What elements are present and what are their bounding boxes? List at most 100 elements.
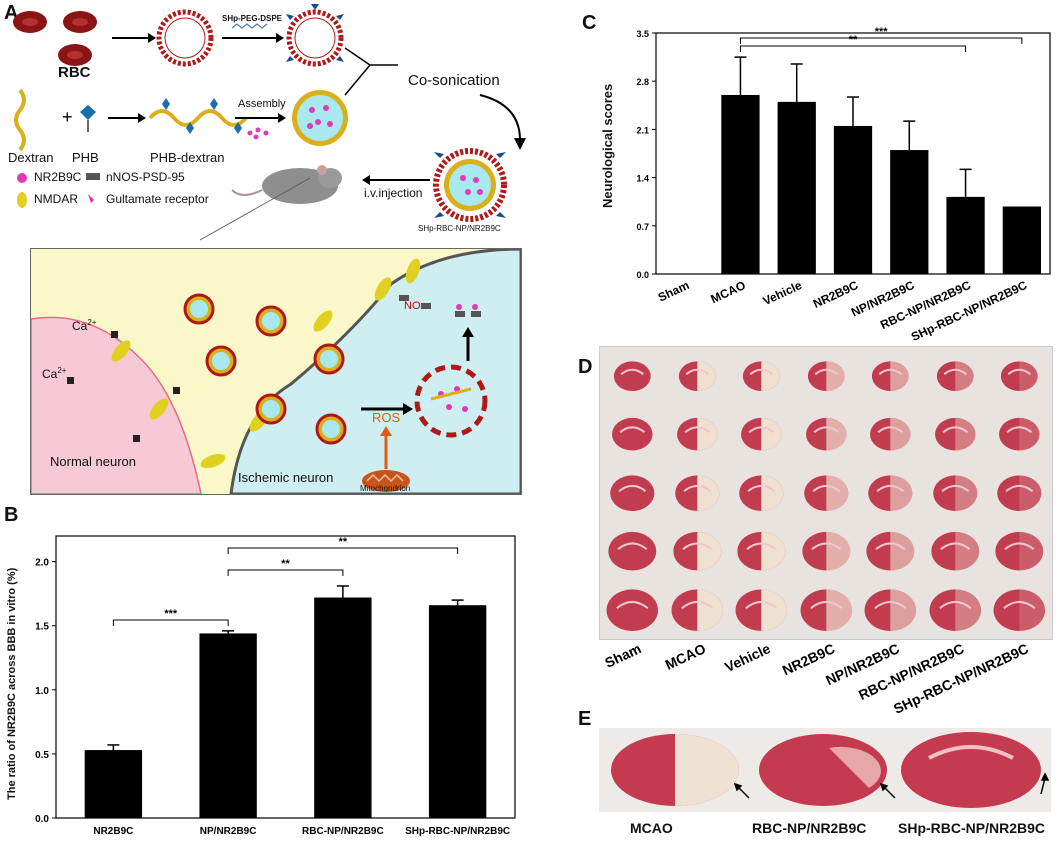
brain-slice — [735, 589, 788, 631]
white-matter — [682, 484, 711, 492]
mouse-icon — [231, 165, 342, 204]
slice-tissue — [1001, 361, 1039, 392]
legend-glutamate: Gultamate receptor — [106, 192, 209, 206]
brain-slice — [739, 475, 784, 511]
slice-tissue — [997, 475, 1042, 511]
final-np-icon — [433, 148, 507, 222]
brain-slice — [934, 418, 976, 451]
infarct-area — [1019, 361, 1039, 392]
brain-slice — [997, 475, 1042, 511]
svg-text:+: + — [62, 107, 73, 127]
infarct-area — [890, 589, 917, 631]
dextran-label: Dextran — [8, 150, 54, 165]
infarct-area — [1019, 589, 1046, 631]
brain-slice-mcao — [611, 734, 739, 806]
brain-slice — [993, 589, 1046, 631]
brain-slice — [606, 589, 659, 631]
white-matter — [619, 426, 646, 434]
no-label: NO — [404, 300, 421, 312]
y-tick-label: 2.1 — [636, 125, 649, 135]
white-matter — [943, 368, 967, 375]
mitochondrion-label: Mitochondrion — [360, 484, 411, 493]
brain-slice — [612, 418, 653, 451]
significance-label: *** — [875, 26, 889, 38]
brain-slice — [868, 475, 913, 511]
phb-icon — [80, 105, 96, 132]
brain-slice — [807, 361, 845, 392]
infarct-area — [761, 418, 782, 451]
white-matter — [1008, 368, 1032, 375]
brain-slice — [674, 475, 719, 511]
white-matter — [618, 484, 647, 492]
white-matter — [1006, 426, 1033, 434]
slice-tissue — [608, 532, 657, 571]
significance-label: *** — [164, 608, 178, 620]
x-tick-label: RBC-NP/NR2B9C — [302, 826, 384, 837]
phb-label: PHB — [72, 150, 99, 165]
brain-slice — [931, 532, 980, 571]
phb-dextran-icon — [148, 109, 248, 127]
ca-charge: 2+ — [57, 366, 67, 375]
slice-tissue — [612, 418, 653, 451]
y-tick-label: 0.0 — [636, 270, 649, 280]
infarct-area — [955, 361, 974, 392]
infarct-area — [825, 418, 847, 451]
white-matter — [809, 600, 843, 609]
infarct-area — [890, 361, 909, 392]
white-matter — [811, 542, 841, 551]
nmdar-legend-icon — [17, 192, 27, 208]
white-matter — [617, 542, 648, 551]
slice-tissue — [934, 418, 976, 451]
legend-nnos: nNOS-PSD-95 — [106, 170, 185, 184]
brain-slice — [800, 589, 852, 631]
slice-tissue — [933, 475, 978, 511]
brain-slice — [999, 418, 1040, 451]
significance-bracket — [739, 37, 1023, 44]
panel-d-group-label: Sham — [602, 640, 643, 671]
white-matter — [878, 368, 903, 375]
brain-slice-rbc-np — [759, 734, 887, 806]
bar — [833, 125, 873, 274]
brain-slice — [866, 532, 915, 571]
significance-bracket — [112, 619, 229, 626]
brain-slice — [613, 361, 651, 392]
significance-label: ** — [849, 34, 858, 46]
y-tick-label: 1.0 — [35, 686, 49, 697]
panel-d-letter: D — [578, 356, 593, 378]
panel-e-letter: E — [578, 708, 592, 730]
assembled-np-icon — [292, 90, 348, 146]
slice-tissue — [931, 532, 980, 571]
white-matter — [616, 600, 649, 609]
bar — [946, 196, 985, 274]
white-matter — [813, 426, 839, 434]
ca-text: Ca — [72, 319, 88, 333]
infarct-area — [696, 532, 721, 571]
panel-d-group-label: Vehicle — [722, 640, 773, 675]
infarct-area — [1019, 532, 1044, 571]
phb-dextran-label: PHB-dextran — [150, 150, 225, 165]
significance-bracket — [739, 45, 967, 52]
brain-slice-grid — [599, 346, 1053, 640]
rbc-icon — [13, 11, 97, 66]
panel-e-label-mcao: MCAO — [630, 820, 673, 836]
dextran-icon — [14, 88, 26, 152]
infarct-area — [825, 475, 849, 511]
white-matter — [746, 542, 777, 551]
infarct-area — [1019, 475, 1042, 511]
infarct-area — [890, 532, 915, 571]
infarct-area — [696, 361, 716, 392]
brain-slice — [933, 475, 978, 511]
white-matter — [747, 484, 776, 492]
significance-bracket — [227, 547, 459, 554]
white-matter — [874, 600, 907, 609]
ca-label-2: Ca2+ — [42, 366, 66, 381]
infarct-area — [825, 361, 845, 392]
brain-slice — [610, 475, 655, 511]
panel-e-label-rbc: RBC-NP/NR2B9C — [752, 820, 867, 836]
y-tick-label: 0.0 — [35, 814, 49, 825]
white-matter — [876, 484, 905, 492]
x-tick-label: MCAO — [709, 278, 748, 306]
white-matter — [680, 600, 713, 609]
